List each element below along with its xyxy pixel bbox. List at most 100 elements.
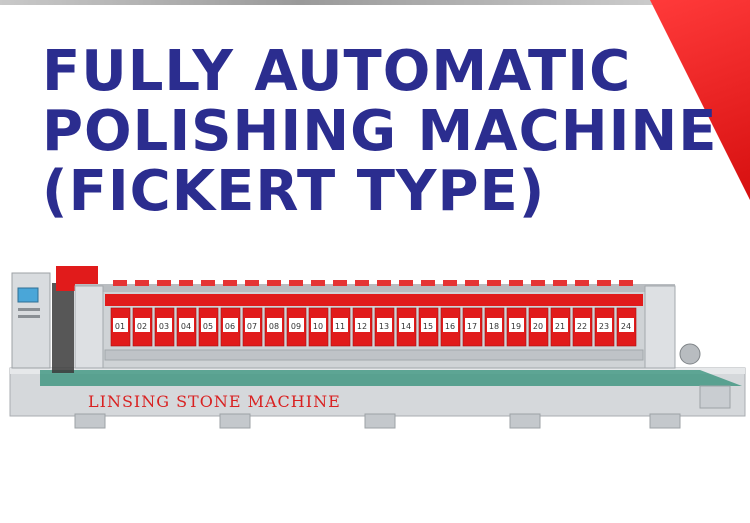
head-number: 04 xyxy=(181,322,191,331)
head-number-plate xyxy=(267,318,282,332)
head-number-plate xyxy=(113,318,128,332)
head-number-plate xyxy=(355,318,370,332)
head-number-plate xyxy=(509,318,524,332)
head-top-cap xyxy=(377,280,391,286)
control-screen xyxy=(17,287,39,303)
title-line-3: (FICKERT TYPE) xyxy=(42,159,546,224)
head-number: 03 xyxy=(159,322,169,331)
head-top-cap xyxy=(487,280,501,286)
head-top-cap xyxy=(223,280,237,286)
cable-bundle xyxy=(52,283,74,373)
polishing-head: 20 xyxy=(528,280,549,347)
machine-foot xyxy=(219,413,251,429)
polishing-head: 23 xyxy=(594,280,615,347)
head-number: 16 xyxy=(445,322,455,331)
head-number: 02 xyxy=(137,322,147,331)
head-top-cap xyxy=(355,280,369,286)
polishing-head: 15 xyxy=(418,280,439,347)
head-top-cap xyxy=(245,280,259,286)
head-top-cap xyxy=(311,280,325,286)
head-number-plate xyxy=(377,318,392,332)
head-number: 12 xyxy=(357,322,367,331)
head-number: 07 xyxy=(247,322,257,331)
head-number-plate xyxy=(245,318,260,332)
head-number-plate xyxy=(443,318,458,332)
head-number: 09 xyxy=(291,322,301,331)
head-top-cap xyxy=(553,280,567,286)
red-head-band xyxy=(105,294,643,306)
head-top-cap xyxy=(509,280,523,286)
head-top-cap xyxy=(135,280,149,286)
head-number: 23 xyxy=(599,322,609,331)
machine-foot xyxy=(649,413,681,429)
head-top-cap xyxy=(333,280,347,286)
head-number: 18 xyxy=(489,322,499,331)
head-number: 21 xyxy=(555,322,565,331)
polishing-head: 02 xyxy=(132,280,153,347)
head-number: 06 xyxy=(225,322,235,331)
machine-foot xyxy=(509,413,541,429)
polishing-head: 07 xyxy=(242,280,263,347)
control-buttons xyxy=(18,315,40,318)
head-number: 22 xyxy=(577,322,587,331)
head-top-cap xyxy=(289,280,303,286)
head-number: 01 xyxy=(115,322,125,331)
head-number: 05 xyxy=(203,322,213,331)
machine-drawing: 01 02 03 04 05 06 07 08 09 10 11 12 13 14 15 16 17 18 19 20… xyxy=(9,266,746,429)
machine-foot xyxy=(74,413,106,429)
polishing-head: 13 xyxy=(374,280,395,347)
polishing-head: 16 xyxy=(440,280,461,347)
head-number-plate xyxy=(487,318,502,332)
head-top-cap xyxy=(421,280,435,286)
head-top-cap xyxy=(597,280,611,286)
brand-label: LINSING STONE MACHINE xyxy=(88,392,341,411)
head-number-plate xyxy=(333,318,348,332)
polishing-head: 06 xyxy=(220,280,241,347)
head-number-plate xyxy=(531,318,546,332)
head-number: 08 xyxy=(269,322,279,331)
polishing-head: 03 xyxy=(154,280,175,347)
polishing-head: 14 xyxy=(396,280,417,347)
head-number: 24 xyxy=(621,322,631,331)
head-number-plate xyxy=(597,318,612,332)
head-number-plate xyxy=(289,318,304,332)
polishing-head: 10 xyxy=(308,280,329,347)
polishing-head: 18 xyxy=(484,280,505,347)
head-number-plate xyxy=(399,318,414,332)
page-title: FULLY AUTOMATIC POLISHING MACHINE (FICKE… xyxy=(42,42,718,222)
head-number-plate xyxy=(311,318,326,332)
polishing-head: 09 xyxy=(286,280,307,347)
head-number: 15 xyxy=(423,322,433,331)
polishing-head: 08 xyxy=(264,280,285,347)
machine-foot xyxy=(364,413,396,429)
head-top-cap xyxy=(619,280,633,286)
head-number: 19 xyxy=(511,322,521,331)
head-top-cap xyxy=(575,280,589,286)
head-top-cap xyxy=(201,280,215,286)
head-top-cap xyxy=(179,280,193,286)
head-number-plate xyxy=(201,318,216,332)
polishing-head: 01 xyxy=(110,280,131,347)
head-top-cap xyxy=(267,280,281,286)
head-number-plate xyxy=(553,318,568,332)
control-cabinet xyxy=(11,272,51,369)
head-number-plate xyxy=(575,318,590,332)
polishing-heads: 01 02 03 04 05 06 07 08 09 10 11 12 13 14 15 16 17 18 19 20… xyxy=(110,280,637,347)
conveyor-belt xyxy=(40,370,742,386)
top-decorative-strip xyxy=(0,0,750,5)
polishing-head: 19 xyxy=(506,280,527,347)
head-number-plate xyxy=(465,318,480,332)
head-number-plate xyxy=(157,318,172,332)
head-number: 11 xyxy=(335,322,345,331)
head-number-plate xyxy=(223,318,238,332)
polishing-head: 21 xyxy=(550,280,571,347)
head-number: 17 xyxy=(467,322,477,331)
control-buttons xyxy=(18,308,40,311)
polishing-head: 24 xyxy=(616,280,637,347)
side-motor xyxy=(679,343,701,365)
left-end-column xyxy=(74,285,104,369)
head-top-cap xyxy=(157,280,171,286)
head-number: 14 xyxy=(401,322,411,331)
right-end-column xyxy=(644,285,676,369)
head-top-cap xyxy=(531,280,545,286)
